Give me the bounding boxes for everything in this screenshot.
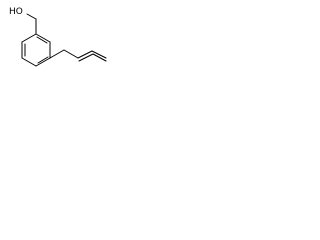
ring-bond-6 bbox=[35, 33, 51, 43]
allene-double-bond-2a bbox=[91, 50, 107, 59]
aromatic-double-bonds bbox=[24, 36, 49, 64]
molecule-structure: HO bbox=[9, 7, 107, 67]
ch2-oh-bond bbox=[26, 13, 37, 20]
ring-bond-3 bbox=[21, 57, 37, 67]
allene-double-bond-1b bbox=[78, 53, 94, 62]
ring-bond-1 bbox=[21, 33, 37, 43]
allene-chain bbox=[49, 49, 107, 62]
double-bond-inner-2 bbox=[37, 56, 49, 64]
chain-bond-1 bbox=[49, 49, 65, 59]
ring-bond-4 bbox=[35, 57, 51, 67]
chain-bond-2 bbox=[63, 49, 79, 59]
hydroxyl-label: HO bbox=[9, 7, 23, 17]
benzene-ring bbox=[21, 33, 51, 67]
allene-double-bond-2b bbox=[92, 53, 107, 62]
double-bond-inner-3 bbox=[36, 36, 48, 44]
hydroxymethyl-group: HO bbox=[9, 7, 37, 35]
structure-canvas: HO bbox=[0, 0, 112, 83]
allene-double-bond-1a bbox=[77, 50, 93, 59]
